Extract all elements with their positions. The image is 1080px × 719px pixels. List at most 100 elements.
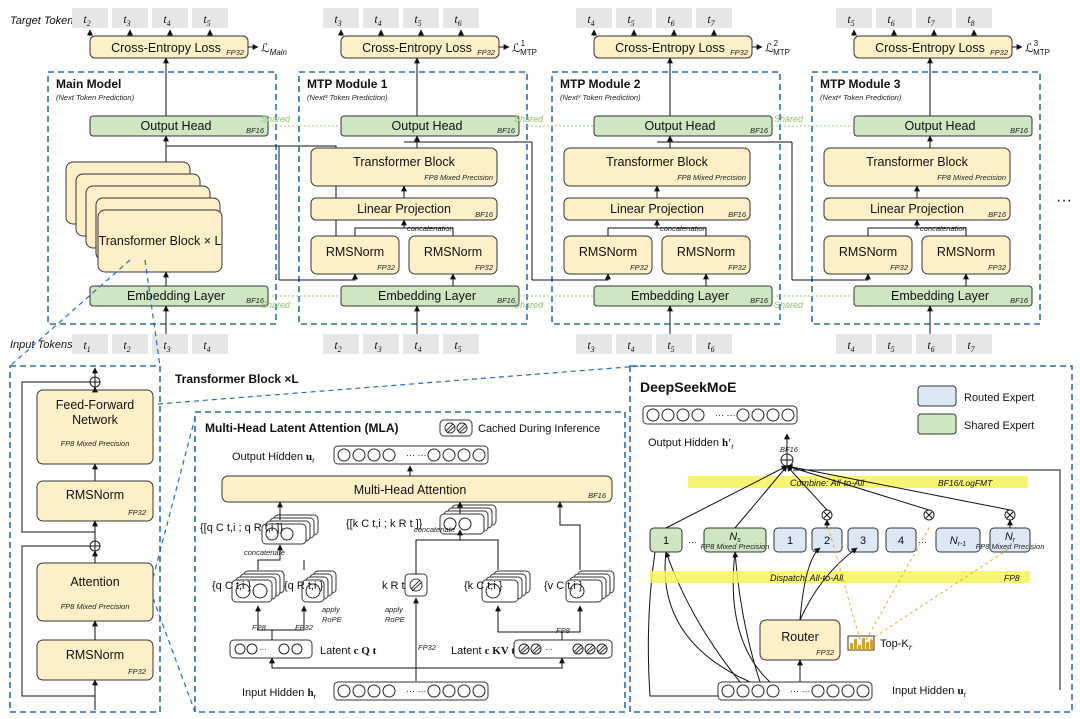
target-token — [72, 8, 108, 28]
target-token-label: t7 — [927, 12, 935, 28]
linear-precision: BF16 — [988, 210, 1007, 219]
ffn-precision: FP8 Mixed Precision — [61, 439, 130, 448]
linear-projection-label: Linear Projection — [610, 202, 704, 216]
qr-rope: RoPE — [322, 615, 343, 624]
target-token — [916, 8, 952, 28]
moe-output-vector: ··· ··· — [642, 405, 798, 425]
target-token-label: t2 — [83, 12, 90, 28]
input-token-label: t2 — [334, 338, 341, 354]
routed-expert-label: 4 — [898, 535, 904, 547]
mha-precision: BF16 — [588, 491, 607, 500]
shared-embedding-label: Shared — [261, 300, 291, 310]
input-token-label: t4 — [627, 338, 634, 354]
vector-circle — [811, 684, 825, 698]
vector-circle — [352, 448, 366, 462]
embedding-layer-label: Embedding Layer — [891, 289, 989, 303]
q-concat-label: {[q C t,i ; q R t,i ]} — [200, 522, 283, 534]
embedding-precision: BF16 — [750, 296, 769, 305]
rmsnorm-left-label: RMSNorm — [579, 245, 637, 259]
kc-stack — [481, 570, 531, 603]
input-tokens-label: Input Tokens — [10, 339, 73, 351]
latent-kv-label: Latent c KV t — [451, 645, 515, 657]
routed-expert-label: 3 — [860, 535, 866, 547]
module-frame — [811, 71, 1041, 325]
vc-label: {v C t,i } — [544, 580, 583, 592]
loss-symbol: ℒMain — [261, 41, 288, 57]
moe-input-hidden-label: Input Hidden ut — [892, 685, 967, 699]
output-head-label: Output Head — [905, 119, 976, 133]
loss-precision: FP32 — [730, 48, 749, 57]
vector-circle — [841, 684, 855, 698]
input-token — [656, 334, 692, 354]
input-token — [403, 334, 439, 354]
legend-routed-swatch — [917, 385, 957, 407]
legend-shared-label: Shared Expert — [964, 420, 1034, 432]
input-token-label: t3 — [374, 338, 381, 354]
vector-ellipsis: ··· ··· — [790, 686, 810, 696]
target-token-label: t5 — [847, 12, 854, 28]
vector-circle — [472, 684, 486, 698]
target-token-label: t6 — [454, 12, 461, 28]
module-subtitle: (Next Token Prediction) — [56, 93, 135, 102]
input-token — [363, 334, 399, 354]
transformer-block-label: Transformer Block × L — [99, 234, 222, 248]
ffn-label-line2: Network — [72, 413, 119, 427]
target-token-label: t3 — [334, 12, 341, 28]
embedding-layer-label: Embedding Layer — [631, 289, 729, 303]
attention-label: Attention — [70, 575, 119, 589]
input-token-label: t4 — [847, 338, 854, 354]
svg-text:···: ··· — [688, 537, 697, 547]
input-token — [836, 334, 872, 354]
mha-block — [221, 475, 613, 503]
target-token-label: t5 — [627, 12, 634, 28]
moe-section: DeepSeekMoE Routed Expert Shared Expert … — [629, 365, 1073, 713]
vector-circle — [457, 448, 471, 462]
vector-circle — [442, 448, 456, 462]
block-detail-frame — [9, 365, 161, 713]
shared-output-label: Shared — [774, 114, 804, 124]
output-head-precision: BF16 — [750, 126, 769, 135]
target-tokens-label: Target Tokens — [10, 15, 79, 27]
target-token — [656, 8, 692, 28]
transformer-block-label: Transformer Block — [866, 155, 968, 169]
kr-fp32: FP32 — [418, 643, 437, 652]
vector-circle — [367, 448, 381, 462]
embedding-layer-label: Embedding Layer — [378, 289, 476, 303]
block-detail-title: Transformer Block ×L — [175, 372, 299, 386]
input-token — [696, 334, 732, 354]
mla-output-vector: ··· ··· — [333, 445, 489, 465]
shared-expert-label: Ns — [729, 531, 741, 544]
legend-routed-label: Routed Expert — [964, 392, 1034, 404]
target-token-label: t7 — [707, 12, 715, 28]
target-token-label: t5 — [203, 12, 210, 28]
target-token — [876, 8, 912, 28]
kv-fp8: FP8 — [556, 626, 571, 635]
vector-circle — [427, 448, 441, 462]
embedding-precision: BF16 — [246, 296, 265, 305]
loss-label: Cross-Entropy Loss — [111, 41, 221, 55]
target-token — [192, 8, 228, 28]
routed-expert-label: Nr-1 — [950, 535, 966, 548]
vector-circle — [337, 684, 351, 698]
qc-label: {q C t,i } — [212, 580, 251, 592]
transformer-block-detail: Transformer Block ×L Feed-Forward Networ… — [9, 259, 641, 713]
routed-expert-label: 1 — [787, 535, 793, 547]
module-subtitle: (Next³ Token Prediction) — [560, 93, 641, 102]
topk-label: Top-Kr — [880, 638, 913, 652]
vector-circle — [721, 684, 735, 698]
dispatch-label: Dispatch: All-to-All — [770, 573, 844, 583]
combine-label: Combine: All-to-All — [790, 478, 865, 488]
shared-output-label: Shared — [261, 114, 291, 124]
mha-label: Multi-Head Attention — [354, 483, 467, 497]
transformer-precision: FP8 Mixed Precision — [424, 173, 493, 182]
kr-rope: RoPE — [385, 615, 406, 624]
vector-ellipsis: ··· ··· — [406, 450, 426, 460]
input-token — [916, 334, 952, 354]
cached-label: Cached During Inference — [478, 423, 600, 435]
moe-input-vector: ··· ··· — [717, 681, 873, 701]
linear-precision: BF16 — [728, 210, 747, 219]
moe-output-hidden-label: Output Hidden h′t — [648, 437, 734, 451]
router-precision: FP32 — [816, 648, 835, 657]
attention-block — [36, 562, 154, 622]
